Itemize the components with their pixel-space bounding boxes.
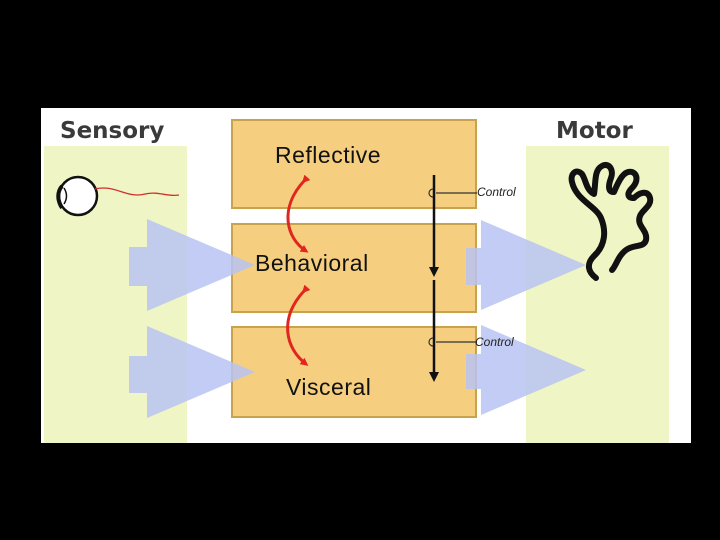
- sensory-arrow-upper: [129, 219, 255, 311]
- reflective-label: Reflective: [275, 142, 381, 168]
- visceral-label: Visceral: [286, 374, 372, 400]
- reflective-layer: [231, 119, 477, 209]
- control-connector-upper: [428, 188, 434, 198]
- control-label-lower: Control: [475, 335, 514, 349]
- feedback-arrow-upper: [286, 174, 311, 253]
- diagram-canvas: Sensory Motor Reflective Behavioral Visc…: [41, 108, 691, 443]
- motor-heading: Motor: [556, 118, 633, 144]
- sensory-heading: Sensory: [60, 118, 165, 144]
- motor-arrow-lower: [466, 325, 586, 415]
- eye-icon: [56, 175, 180, 217]
- control-connector-lower: [428, 337, 434, 347]
- control-arrows: [286, 174, 477, 382]
- control-label-upper: Control: [477, 185, 516, 199]
- hand-icon: [568, 162, 654, 281]
- motor-arrow-upper: [466, 220, 586, 310]
- behavioral-label: Behavioral: [255, 250, 369, 276]
- sensory-arrow-lower: [129, 326, 255, 418]
- flow-arrows: [129, 219, 586, 418]
- feedback-arrow-lower: [286, 284, 311, 366]
